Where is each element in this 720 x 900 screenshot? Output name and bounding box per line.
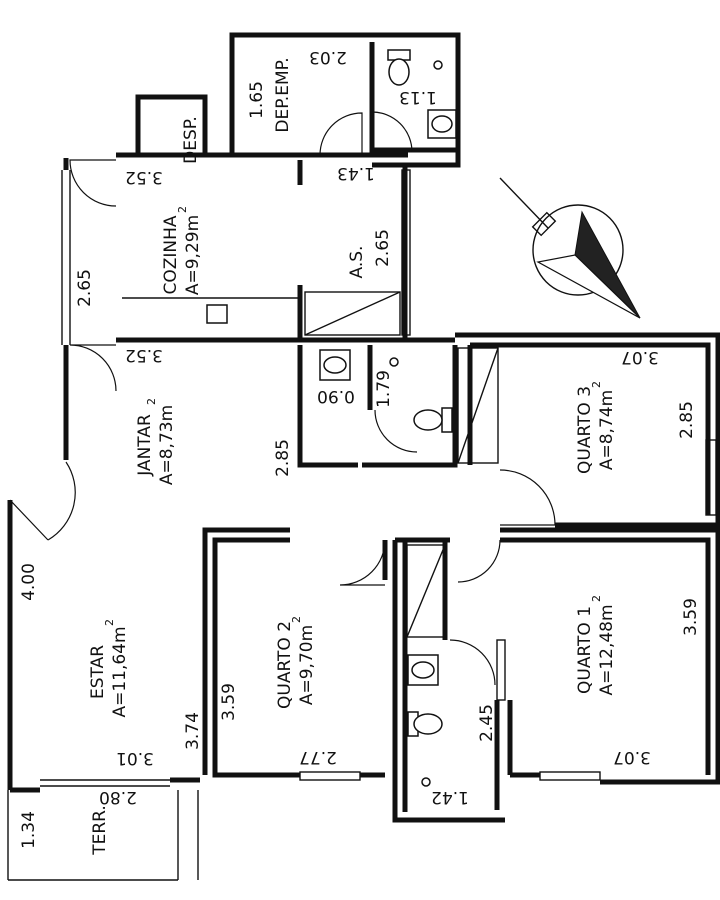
- fixtures: [206, 49, 499, 787]
- doors: [9, 111, 556, 686]
- dim-3-52-mid: 3.52: [125, 345, 163, 365]
- door-jantar-left: [69, 344, 117, 392]
- dim-0-90: 0.90: [317, 386, 355, 406]
- drain-service-icon: [433, 60, 443, 70]
- wall-bath-q1: [392, 540, 505, 823]
- dim-4-00: 4.00: [19, 563, 39, 601]
- label-as: A.S.: [347, 246, 367, 279]
- door-bath-center: [374, 409, 418, 453]
- dim-2-80: 2.80: [99, 787, 137, 807]
- dim-2-65-left: 2.65: [75, 269, 95, 307]
- toilet-q1-icon: [407, 711, 443, 737]
- door-entrance: [9, 461, 76, 541]
- label-estar-area: A=11,64m: [110, 626, 130, 717]
- dim-1-43: 1.43: [337, 163, 375, 183]
- dim-1-42: 1.42: [431, 787, 469, 807]
- dim-3-59-q1: 3.59: [681, 598, 701, 636]
- label-quarto2-name: QUARTO 2: [275, 621, 295, 709]
- dim-1-34: 1.34: [19, 811, 39, 849]
- dimension-labels: 2.03 1.13 1.43 3.52 3.52 0.90 3.07 2.77 …: [19, 47, 701, 849]
- label-dep-emp: DEP.EMP.: [273, 57, 293, 132]
- label-estar-exp: 2: [103, 619, 116, 626]
- door-service-bath: [371, 111, 413, 153]
- label-jantar-exp: 2: [145, 398, 158, 405]
- label-quarto3-exp: 2: [590, 381, 603, 388]
- wall-quarto3-inner: [470, 342, 711, 515]
- dim-3-07-q1: 3.07: [613, 747, 651, 767]
- door-quarto3: [499, 469, 556, 526]
- label-quarto3-area: A=8,74m: [597, 390, 617, 470]
- sink-q1-icon: [407, 654, 439, 686]
- label-quarto2-area: A=9,70m: [297, 625, 317, 705]
- wall-quarto3: [455, 332, 720, 528]
- dim-1-79: 1.79: [374, 370, 394, 408]
- window-quarto3: [705, 439, 717, 516]
- wall-quarto2-inner: [212, 537, 300, 778]
- dim-3-59-q2: 3.59: [219, 683, 239, 721]
- dim-1-65: 1.65: [247, 81, 267, 119]
- label-quarto1-name: QUARTO 1: [575, 606, 595, 694]
- drain-q1-icon: [421, 777, 431, 787]
- dim-1-13: 1.13: [399, 87, 437, 107]
- wall-bath-center-3: [362, 345, 458, 468]
- label-quarto1-exp: 2: [590, 595, 603, 602]
- toilet-center-icon: [413, 407, 453, 433]
- wall-dep-emp: [229, 32, 461, 168]
- dim-3-07-q3: 3.07: [621, 347, 659, 367]
- door-bath-q1: [449, 639, 496, 686]
- shower-q1-icon: [406, 544, 446, 638]
- toilet-service-icon: [387, 49, 411, 86]
- dim-3-74: 3.74: [183, 712, 203, 750]
- windows: [299, 169, 717, 781]
- label-quarto3-name: QUARTO 3: [575, 386, 595, 474]
- wall-quarto2: [202, 527, 290, 775]
- drain-center-icon: [389, 357, 399, 367]
- wall-desp: [135, 94, 208, 155]
- label-terr: TERR.: [90, 805, 110, 856]
- room-labels: COZINHA A=9,29m 2 JANTAR A=8,73m 2 ESTAR…: [88, 57, 617, 855]
- dim-2-03: 2.03: [309, 47, 347, 67]
- dim-2-85-jantar: 2.85: [273, 439, 293, 477]
- walls: [7, 32, 720, 881]
- window-quarto2: [299, 771, 361, 781]
- label-desp: DESP.: [181, 116, 201, 164]
- wall-quarto1-inner: [500, 537, 711, 775]
- sink-service-icon: [427, 109, 457, 139]
- door-kitchen-top: [69, 159, 117, 207]
- label-cozinha-area: A=9,29m: [183, 215, 203, 295]
- label-quarto2-exp: 2: [290, 616, 303, 623]
- dim-2-45: 2.45: [477, 704, 497, 742]
- wall-bath-service: [369, 42, 458, 153]
- dim-3-01: 3.01: [116, 748, 154, 768]
- dim-2-77: 2.77: [299, 747, 337, 767]
- label-jantar-name: JANTAR: [135, 414, 155, 477]
- door-dep-emp: [319, 112, 363, 156]
- sink-center-icon: [319, 349, 351, 381]
- label-cozinha-name: COZINHA: [161, 215, 181, 294]
- label-estar-name: ESTAR: [88, 645, 108, 699]
- dim-2-85-q3: 2.85: [677, 401, 697, 439]
- door-quarto1: [457, 539, 501, 583]
- shower-q3-icon: [457, 347, 499, 464]
- dim-2-65-as: 2.65: [373, 229, 393, 267]
- window-as: [401, 169, 411, 336]
- wall-quarto1: [500, 527, 720, 785]
- north-arrow-icon: [499, 177, 641, 319]
- door-quarto2: [339, 539, 386, 586]
- window-quarto1: [539, 771, 601, 781]
- dim-3-52-top: 3.52: [125, 167, 163, 187]
- shower-as-icon: [304, 291, 401, 336]
- label-jantar-area: A=8,73m: [157, 405, 177, 485]
- stove-icon: [206, 304, 228, 324]
- window-bath-q1: [496, 639, 506, 701]
- label-cozinha-exp: 2: [176, 206, 189, 213]
- label-quarto1-area: A=12,48m: [597, 604, 617, 695]
- wall-bath-center: [297, 345, 358, 468]
